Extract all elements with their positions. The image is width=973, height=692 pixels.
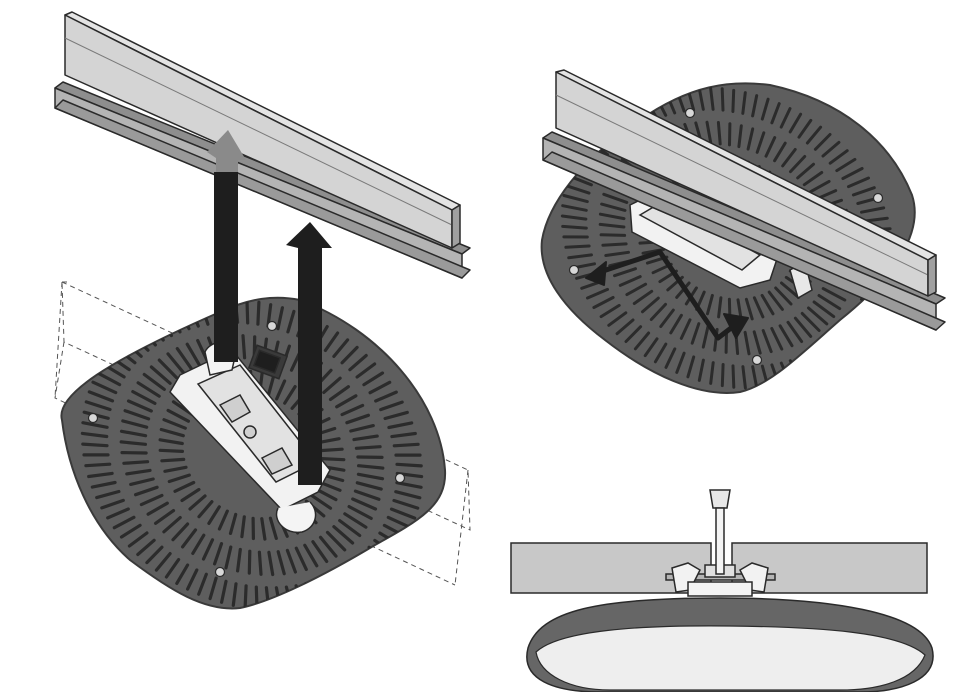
up-arrow-left <box>214 172 238 362</box>
ceiling-rail <box>54 11 471 279</box>
rotate-arrow <box>585 249 749 341</box>
up-arrow-grey <box>207 130 246 172</box>
screw-holes-rotated <box>568 107 884 366</box>
up-arrow-right <box>286 222 332 485</box>
panel-release <box>510 489 934 692</box>
screw-holes <box>87 320 406 578</box>
screwdriver-icon <box>709 489 731 575</box>
access-point-dome <box>526 597 934 692</box>
panel-attach <box>54 11 471 610</box>
panel-rotate <box>540 69 946 394</box>
ceiling-rail-rotated <box>542 69 946 331</box>
rail-profile <box>665 562 776 597</box>
